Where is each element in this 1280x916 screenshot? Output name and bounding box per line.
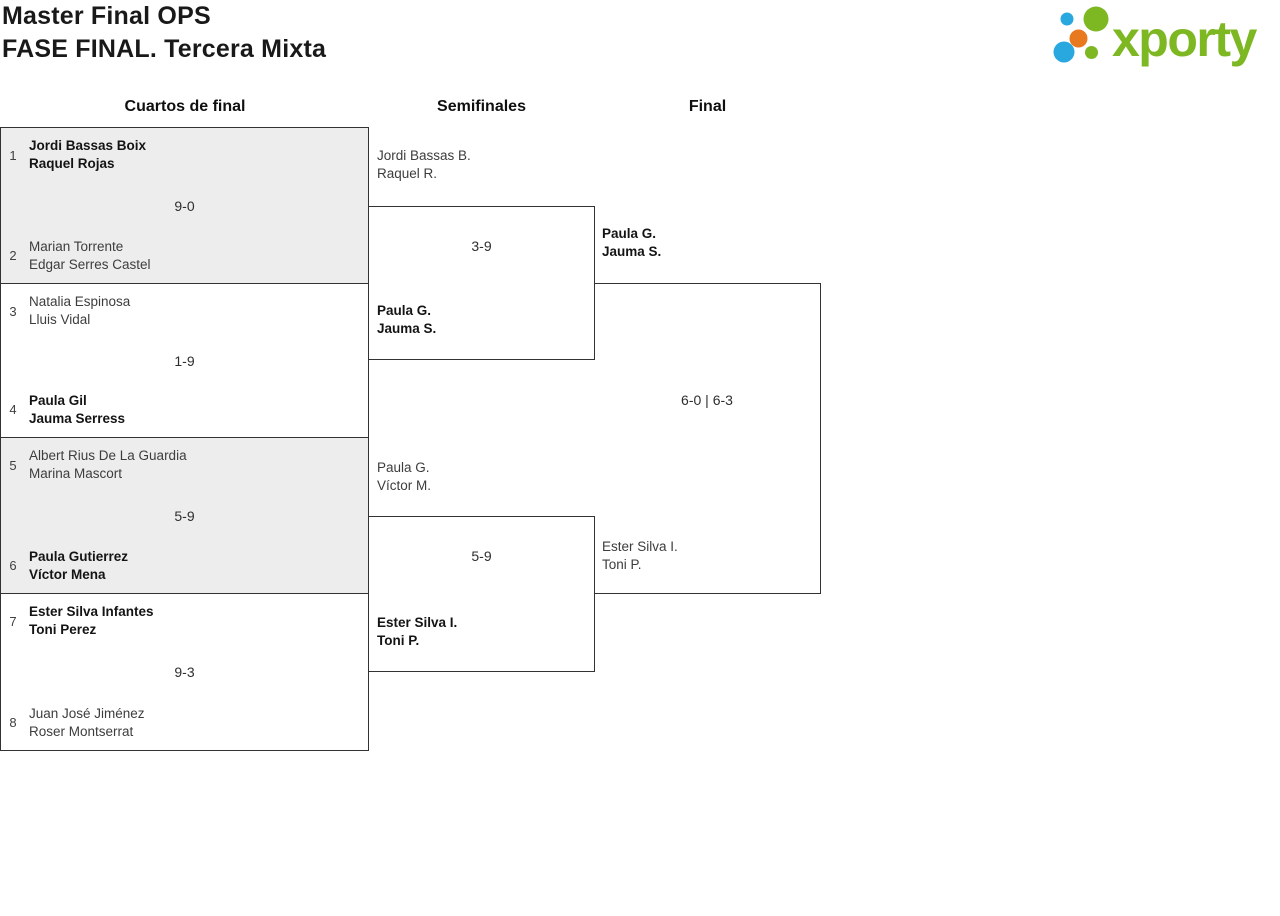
player-name: Raquel Rojas xyxy=(29,156,115,171)
player-name: Jordi Bassas B. xyxy=(377,148,471,163)
logo-dot-green-large xyxy=(1083,6,1109,32)
semifinal-1-top-team: Jordi Bassas B. Raquel R. xyxy=(377,147,471,183)
logo-dot-orange xyxy=(1069,29,1088,48)
seed-number: 3 xyxy=(9,304,17,319)
player-name: Natalia Espinosa xyxy=(29,294,131,309)
player-name: Toni P. xyxy=(602,557,642,572)
player-name: Lluis Vidal xyxy=(29,312,91,327)
semifinal-2-bottom-team: Ester Silva I. Toni P. xyxy=(377,614,457,650)
team-names: Paula Gutierrez Víctor Mena xyxy=(29,548,128,584)
seed-number: 8 xyxy=(9,715,17,730)
seed-number: 5 xyxy=(9,458,17,473)
tournament-subtitle: FASE FINAL. Tercera Mixta xyxy=(2,35,327,63)
player-name: Víctor M. xyxy=(377,478,432,493)
quarterfinal-match-2: 3 Natalia Espinosa Lluis Vidal 1-9 4 Pau… xyxy=(0,283,369,438)
final-bottom-team: Ester Silva I. Toni P. xyxy=(602,538,678,574)
player-name: Juan José Jiménez xyxy=(29,706,145,721)
seed-number: 1 xyxy=(9,148,17,163)
match-score: 1-9 xyxy=(174,352,195,369)
final-match: 6-0 | 6-3 Ester Silva I. Toni P. xyxy=(594,283,821,594)
player-name: Edgar Serres Castel xyxy=(29,257,151,272)
player-name: Ester Silva Infantes xyxy=(29,604,154,619)
quarterfinal-match-4: 7 Ester Silva Infantes Toni Perez 9-3 8 … xyxy=(0,593,369,751)
seed-number: 4 xyxy=(9,402,17,417)
final-top-team: Paula G. Jauma S. xyxy=(602,225,661,261)
round-header-cuartos: Cuartos de final xyxy=(124,98,246,115)
player-name: Jordi Bassas Boix xyxy=(29,138,147,153)
team-names: Paula Gil Jauma Serress xyxy=(29,392,125,428)
match-score: 9-0 xyxy=(174,197,195,214)
semifinal-match-2: 5-9 Ester Silva I. Toni P. xyxy=(368,516,595,672)
player-name: Paula G. xyxy=(602,226,657,241)
xporty-logo[interactable]: xporty xyxy=(1048,0,1280,72)
seed-number: 7 xyxy=(9,614,17,629)
player-name: Jauma S. xyxy=(602,244,662,259)
player-name: Jauma Serress xyxy=(29,411,126,426)
player-name: Roser Montserrat xyxy=(29,724,134,739)
logo-wordmark: xporty xyxy=(1112,11,1258,67)
player-name: Ester Silva I. xyxy=(602,539,678,554)
round-header-semifinales: Semifinales xyxy=(437,98,526,115)
logo-dot-blue-large xyxy=(1053,41,1075,63)
player-name: Paula Gutierrez xyxy=(29,549,129,564)
player-name: Marina Mascort xyxy=(29,466,123,481)
quarterfinal-match-1: 1 Jordi Bassas Boix Raquel Rojas 9-0 2 M… xyxy=(0,127,369,284)
player-name: Paula G. xyxy=(377,460,430,475)
tournament-title: Master Final OPS xyxy=(2,2,211,30)
match-score: 3-9 xyxy=(471,238,492,254)
player-name: Toni Perez xyxy=(29,622,97,637)
match-score: 5-9 xyxy=(471,548,492,564)
logo-dot-green-small xyxy=(1085,46,1098,59)
page-title: Master Final OPS FASE FINAL. Tercera Mix… xyxy=(2,0,326,66)
player-name: Víctor Mena xyxy=(29,567,106,582)
player-name: Toni P. xyxy=(377,633,420,648)
team-names: Marian Torrente Edgar Serres Castel xyxy=(29,238,151,274)
quarterfinal-match-3: 5 Albert Rius De La Guardia Marina Masco… xyxy=(0,437,369,594)
seed-number: 2 xyxy=(9,248,17,263)
player-name: Paula Gil xyxy=(29,393,87,408)
semifinal-2-top-team: Paula G. Víctor M. xyxy=(377,459,431,495)
seed-number: 6 xyxy=(9,558,17,573)
logo-dot-blue-small xyxy=(1060,12,1074,26)
team-names: Ester Silva Infantes Toni Perez xyxy=(29,603,154,639)
team-names: Albert Rius De La Guardia Marina Mascort xyxy=(29,447,187,483)
player-name: Raquel R. xyxy=(377,166,438,181)
player-name: Albert Rius De La Guardia xyxy=(29,448,187,463)
team-names: Juan José Jiménez Roser Montserrat xyxy=(29,705,145,741)
match-score: 9-3 xyxy=(174,664,195,680)
team-names: Natalia Espinosa Lluis Vidal xyxy=(29,293,130,329)
player-name: Jauma S. xyxy=(377,321,437,336)
semifinal-1-bottom-team: Paula G. Jauma S. xyxy=(377,302,436,338)
player-name: Marian Torrente xyxy=(29,239,124,254)
team-names: Jordi Bassas Boix Raquel Rojas xyxy=(29,137,146,173)
match-score: 5-9 xyxy=(174,507,195,524)
round-header-final: Final xyxy=(688,98,727,115)
semifinal-match-1: 3-9 Paula G. Jauma S. xyxy=(368,206,595,360)
player-name: Paula G. xyxy=(377,303,432,318)
player-name: Ester Silva I. xyxy=(377,615,458,630)
match-score: 6-0 | 6-3 xyxy=(681,392,733,408)
